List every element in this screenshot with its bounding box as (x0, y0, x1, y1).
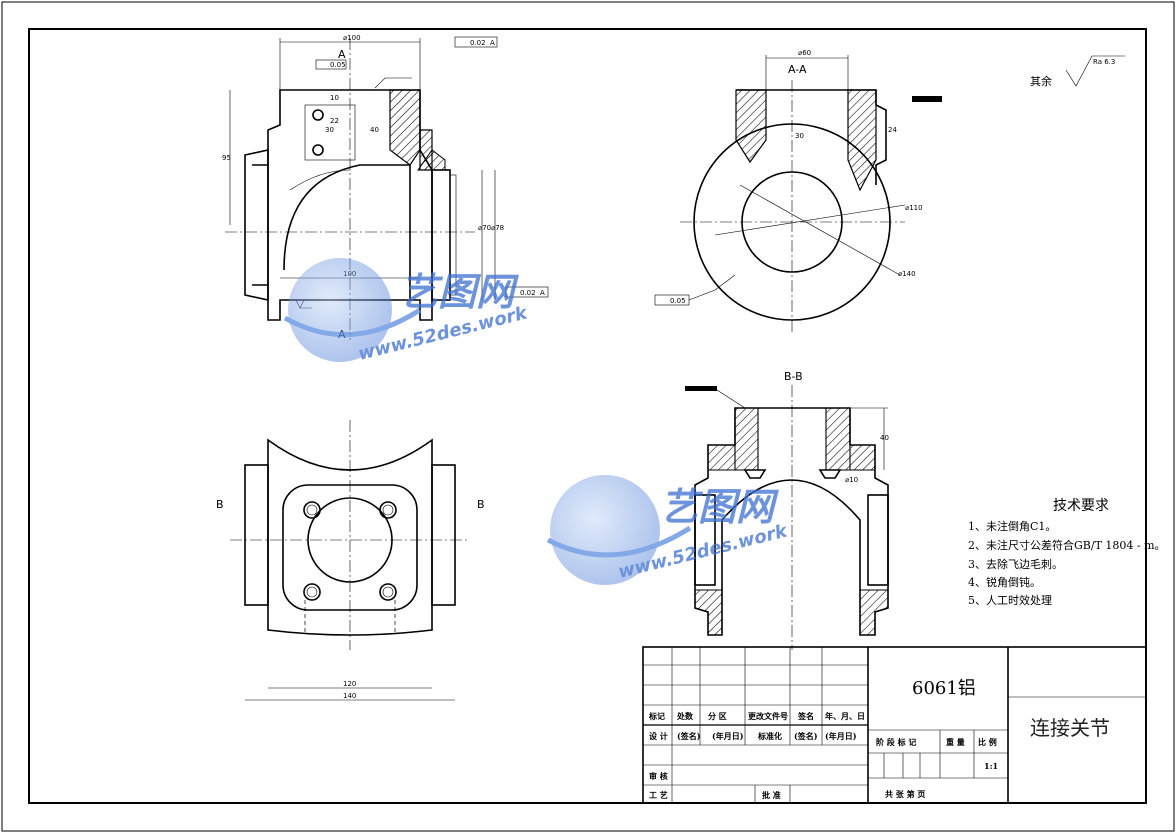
bolt-holes (303, 501, 397, 601)
surface-finish-note: 其余 Ra 6.3 (1030, 55, 1125, 88)
dim-aa-140: ⌀140 (898, 270, 916, 278)
requirements-title: 技术要求 (1053, 498, 1109, 514)
tb-sheets: 共 张 第 页 (885, 789, 925, 799)
tb-scale-value: 1:1 (984, 761, 998, 771)
dim-40: 40 (370, 126, 379, 134)
material-name: 6061铝 (912, 678, 976, 699)
surface-note-prefix: 其余 (1030, 74, 1052, 88)
dim-aa-24: 24 (888, 126, 897, 134)
dim-78: ⌀78 (491, 224, 504, 232)
tb-approve: 批 准 (762, 790, 781, 800)
dim-perpendicularity: 0.02 (470, 39, 486, 47)
watermark-2: 艺图网 www.52des.work (546, 475, 790, 585)
tb-weight: 重 量 (946, 737, 965, 747)
tb-review: 审 核 (649, 771, 668, 781)
watermark-1: 艺图网 www.52des.work (283, 258, 530, 365)
watermark-brand-1: 艺图网 (400, 270, 519, 314)
requirement-5: 5、人工时效处理 (968, 593, 1052, 607)
tb-design: 设 计 (649, 731, 668, 741)
requirement-1: 1、未注倒角C1。 (968, 519, 1056, 533)
dim-top-120: 120 (343, 680, 356, 688)
section-bb-view: B-B 40 ⌀10 (685, 370, 889, 650)
dim-aa-110: ⌀110 (905, 204, 923, 212)
tb-label-signature: 签名 (797, 711, 814, 721)
dim-perp-ref: A (490, 39, 495, 47)
tb-stage-mark: 阶 段 标 记 (876, 737, 916, 747)
dim-aa-30: 30 (795, 132, 804, 140)
requirement-4: 4、锐角倒钝。 (968, 575, 1041, 589)
dim-70: ⌀70 (478, 224, 491, 232)
cut-label-b-left: B (216, 498, 224, 511)
technical-requirements: 技术要求 1、未注倒角C1。 2、未注尺寸公差符合GB/T 1804 - m。 … (968, 498, 1166, 607)
tb-label-change-doc: 更改文件号 (748, 711, 788, 721)
tb-label-mark: 标记 (648, 711, 665, 721)
title-block: 6061铝 连接关节 标记 处数 分 区 更改文件号 签名 年、月、日 设 计 … (642, 646, 1147, 804)
requirement-3: 3、去除飞边毛刺。 (968, 557, 1063, 571)
cut-label-b-right: B (477, 498, 485, 511)
dim-bb-40: 40 (880, 434, 889, 442)
tb-process: 工 艺 (649, 790, 668, 800)
inner-frame (28, 28, 1147, 804)
watermark-brand-2: 艺图网 (660, 485, 779, 529)
dim-22: 22 (330, 117, 339, 125)
tb-sign-1: (签名) (677, 731, 701, 741)
tb-label-date: 年、月、日 (825, 711, 865, 721)
section-bb-label: B-B (784, 370, 803, 383)
dim-height-95: 95 (222, 154, 231, 162)
dim-parallel-ref: A (540, 289, 545, 297)
dim-30: 30 (325, 126, 334, 134)
tb-sign-2: (签名) (794, 731, 818, 741)
dim-top-140: 140 (343, 692, 356, 700)
cut-label-a-top: A (338, 48, 346, 61)
tb-date-1: (年月日) (712, 731, 744, 741)
tb-scale-header: 比 例 (978, 737, 997, 747)
dim-aa-flatness: 0.05 (670, 297, 686, 305)
dim-10: 10 (330, 94, 339, 102)
dim-aa-top-diameter: ⌀60 (798, 49, 811, 57)
part-name: 连接关节 (1030, 716, 1110, 740)
dim-flatness: 0.05 (330, 61, 346, 69)
surface-roughness-value: Ra 6.3 (1093, 58, 1115, 66)
dim-top-diameter: ⌀100 (343, 34, 361, 42)
dim-parallelism: 0.02 (520, 289, 536, 297)
dim-bb-10: ⌀10 (845, 476, 858, 484)
tb-standardization: 标准化 (757, 731, 782, 741)
top-view: B B 120 140 (216, 420, 485, 701)
section-aa-view: A-A ⌀60 24 30 ⌀110 ⌀140 0.05 (654, 49, 942, 335)
tb-label-count: 处数 (676, 711, 694, 721)
section-aa-label: A-A (788, 63, 807, 76)
tb-date-2: (年月日) (825, 731, 857, 741)
tb-label-zone: 分 区 (708, 711, 727, 721)
requirement-2: 2、未注尺寸公差符合GB/T 1804 - m。 (968, 538, 1166, 552)
